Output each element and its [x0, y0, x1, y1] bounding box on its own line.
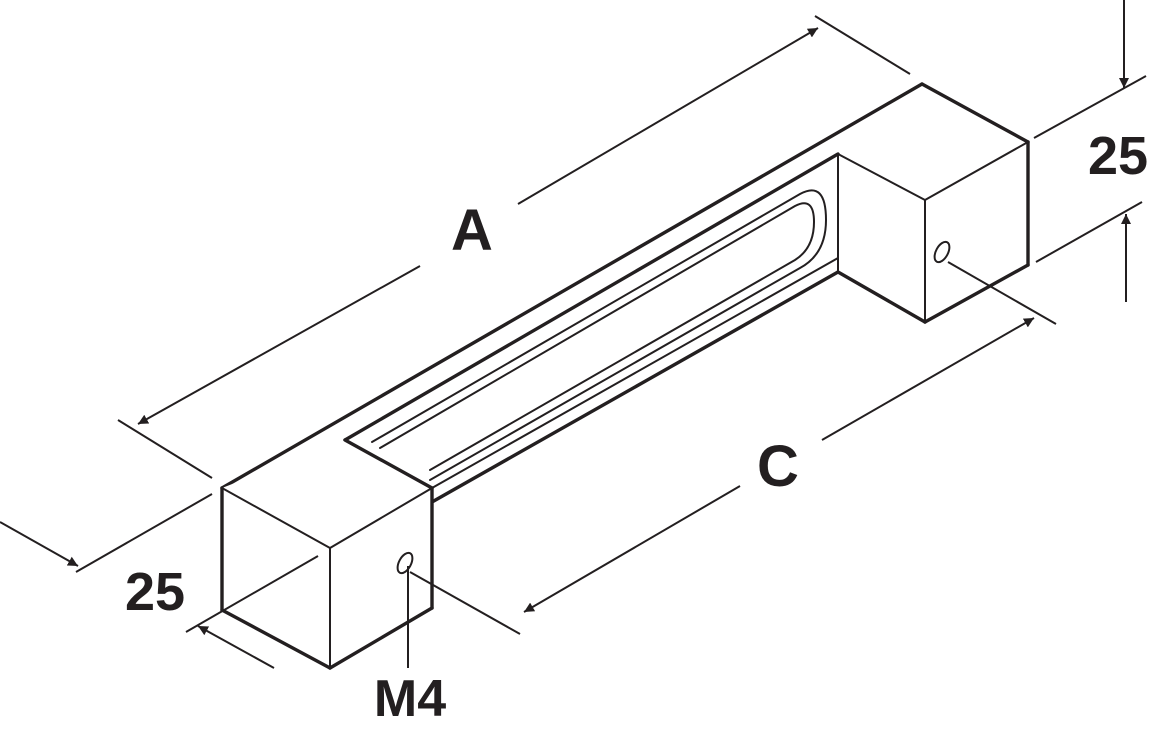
left-thread-hole: [396, 551, 414, 575]
rail-inner-edge: [343, 152, 840, 442]
dim-a-extension-right: [814, 15, 911, 75]
dim-a-label: A: [451, 198, 493, 263]
dim-height-label: 25: [1088, 126, 1148, 186]
dim-h-extension-bottom: [1035, 201, 1143, 263]
rail-bottom-inner: [431, 257, 839, 489]
left-bottom-side-edge: [328, 606, 434, 670]
dimension-c: C: [409, 261, 1057, 635]
dim-c-extension-left: [409, 571, 521, 635]
dim-c-arrow-right: [821, 317, 1035, 441]
left-top-side-edge: [329, 487, 433, 549]
dim-a-extension-left: [117, 419, 213, 479]
right-end-block: [836, 82, 1030, 324]
dimension-width: 25: [0, 493, 319, 669]
left-top-back-edge: [343, 438, 434, 490]
dim-w-arrow-top: [0, 521, 79, 567]
right-bottom-front-edge: [923, 263, 1030, 324]
groove-inner: [379, 202, 815, 471]
dim-c-extension-right: [947, 261, 1057, 325]
dim-a-arrow-right: [517, 27, 819, 205]
thread-callout: M4: [374, 566, 446, 728]
right-inner-top: [837, 153, 926, 201]
right-bottom-side-edge: [836, 270, 927, 324]
dim-w-extension-bottom: [185, 555, 319, 633]
thread-label: M4: [374, 670, 446, 728]
right-block-side: [838, 154, 925, 322]
dim-w-extension-top: [75, 493, 213, 573]
dim-c-arrow-left: [523, 485, 741, 613]
right-top-back-edge: [920, 82, 1030, 144]
groove-outer: [371, 189, 827, 481]
top-rail: [222, 84, 1028, 548]
dimension-a: A: [117, 15, 911, 479]
dim-c-label: C: [757, 434, 799, 499]
dimension-height: 25: [1033, 0, 1148, 302]
right-block-front: [925, 142, 1028, 322]
left-end-block: [220, 438, 434, 670]
left-top-front-edge: [221, 487, 331, 549]
rail-top-edge: [220, 82, 924, 490]
right-front-top: [924, 141, 1029, 201]
left-bottom-front-edge: [220, 608, 332, 670]
dim-a-arrow-left: [137, 265, 421, 425]
right-thread-hole: [933, 240, 951, 264]
handle-body: [220, 82, 1030, 670]
dim-width-label: 25: [125, 562, 185, 622]
dim-w-arrow-bottom: [197, 625, 275, 669]
rail-bottom-edge: [430, 270, 840, 504]
left-block-top: [222, 440, 432, 548]
